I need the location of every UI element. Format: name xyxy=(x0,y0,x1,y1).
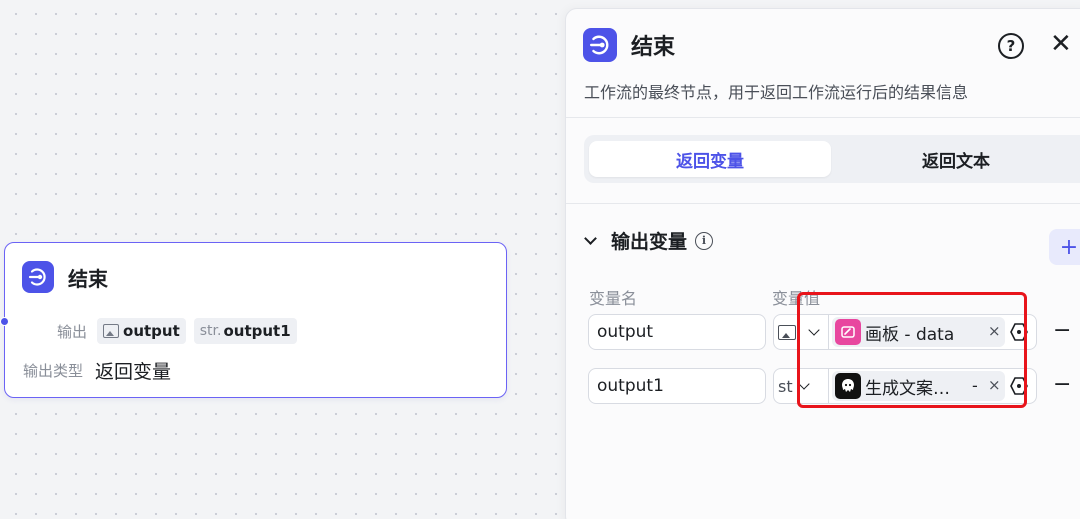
variable-name-input[interactable]: output xyxy=(588,314,766,350)
output1-chip: str. output1 xyxy=(193,318,297,344)
variable-reference-field[interactable]: 生成文案… - × xyxy=(828,368,1037,404)
string-type-tag: str. xyxy=(199,323,222,339)
input-port[interactable] xyxy=(0,317,9,326)
variable-picker-icon[interactable] xyxy=(1009,376,1029,396)
image-type-icon xyxy=(778,324,796,340)
add-variable-button[interactable]: + xyxy=(1049,229,1080,265)
output-label: 输出 xyxy=(57,322,88,341)
divider xyxy=(566,117,1080,118)
variable-reference-field[interactable]: 画板 - data × xyxy=(828,314,1037,350)
variable-type-select[interactable] xyxy=(773,314,829,350)
clear-reference-icon[interactable]: × xyxy=(988,376,1001,394)
output-chip-label: output xyxy=(123,322,180,340)
output-variables-header[interactable]: 输出变量 i xyxy=(584,227,714,254)
node-title: 结束 xyxy=(68,266,108,291)
divider xyxy=(566,203,1080,204)
remove-variable-button[interactable]: − xyxy=(1053,318,1072,343)
close-icon[interactable]: ✕ xyxy=(1050,29,1072,59)
output-type-label: 输出类型 xyxy=(23,362,84,380)
reference-label: 画板 - data xyxy=(865,324,955,345)
tab-return-text[interactable]: 返回文本 xyxy=(922,151,990,172)
reference-label: 生成文案… xyxy=(865,378,950,399)
highlight-annotation-box xyxy=(797,292,1027,408)
return-mode-tabs: 返回变量 返回文本 xyxy=(584,135,1080,183)
panel-title: 结束 xyxy=(631,35,676,60)
output-chip: output xyxy=(97,318,186,344)
variable-picker-icon[interactable] xyxy=(1009,322,1029,342)
remove-variable-button[interactable]: − xyxy=(1053,372,1072,397)
variable-name-input[interactable]: output1 xyxy=(588,368,766,404)
chevron-down-icon[interactable] xyxy=(584,232,597,245)
canvas-node-icon xyxy=(835,319,861,345)
end-node-icon xyxy=(22,261,54,293)
reference-separator: - xyxy=(972,376,978,395)
variable-type-select[interactable]: str xyxy=(773,368,829,404)
info-icon[interactable]: i xyxy=(695,231,714,250)
column-header-name: 变量名 xyxy=(589,289,638,308)
image-icon xyxy=(103,324,120,338)
clear-reference-icon[interactable]: × xyxy=(988,322,1001,340)
section-title: 输出变量 xyxy=(611,231,688,253)
panel-description: 工作流的最终节点，用于返回工作流运行后的结果信息 xyxy=(584,83,969,102)
reference-chip: 生成文案… - × xyxy=(832,371,1005,401)
node-config-panel: 结束 ? ✕ 工作流的最终节点，用于返回工作流运行后的结果信息 返回变量 返回文… xyxy=(565,8,1080,519)
output1-chip-label: output1 xyxy=(223,322,291,340)
end-node[interactable]: 结束 输出 output str. output1 输出类型 返回变量 xyxy=(0,242,507,398)
string-type-label: str xyxy=(778,376,794,396)
end-node-icon xyxy=(583,28,617,62)
help-icon[interactable]: ? xyxy=(998,33,1024,59)
output-type-value: 返回变量 xyxy=(95,361,172,383)
reference-chip: 画板 - data × xyxy=(832,317,1005,347)
llm-node-icon xyxy=(835,373,861,399)
tab-return-variables[interactable]: 返回变量 xyxy=(589,141,831,177)
